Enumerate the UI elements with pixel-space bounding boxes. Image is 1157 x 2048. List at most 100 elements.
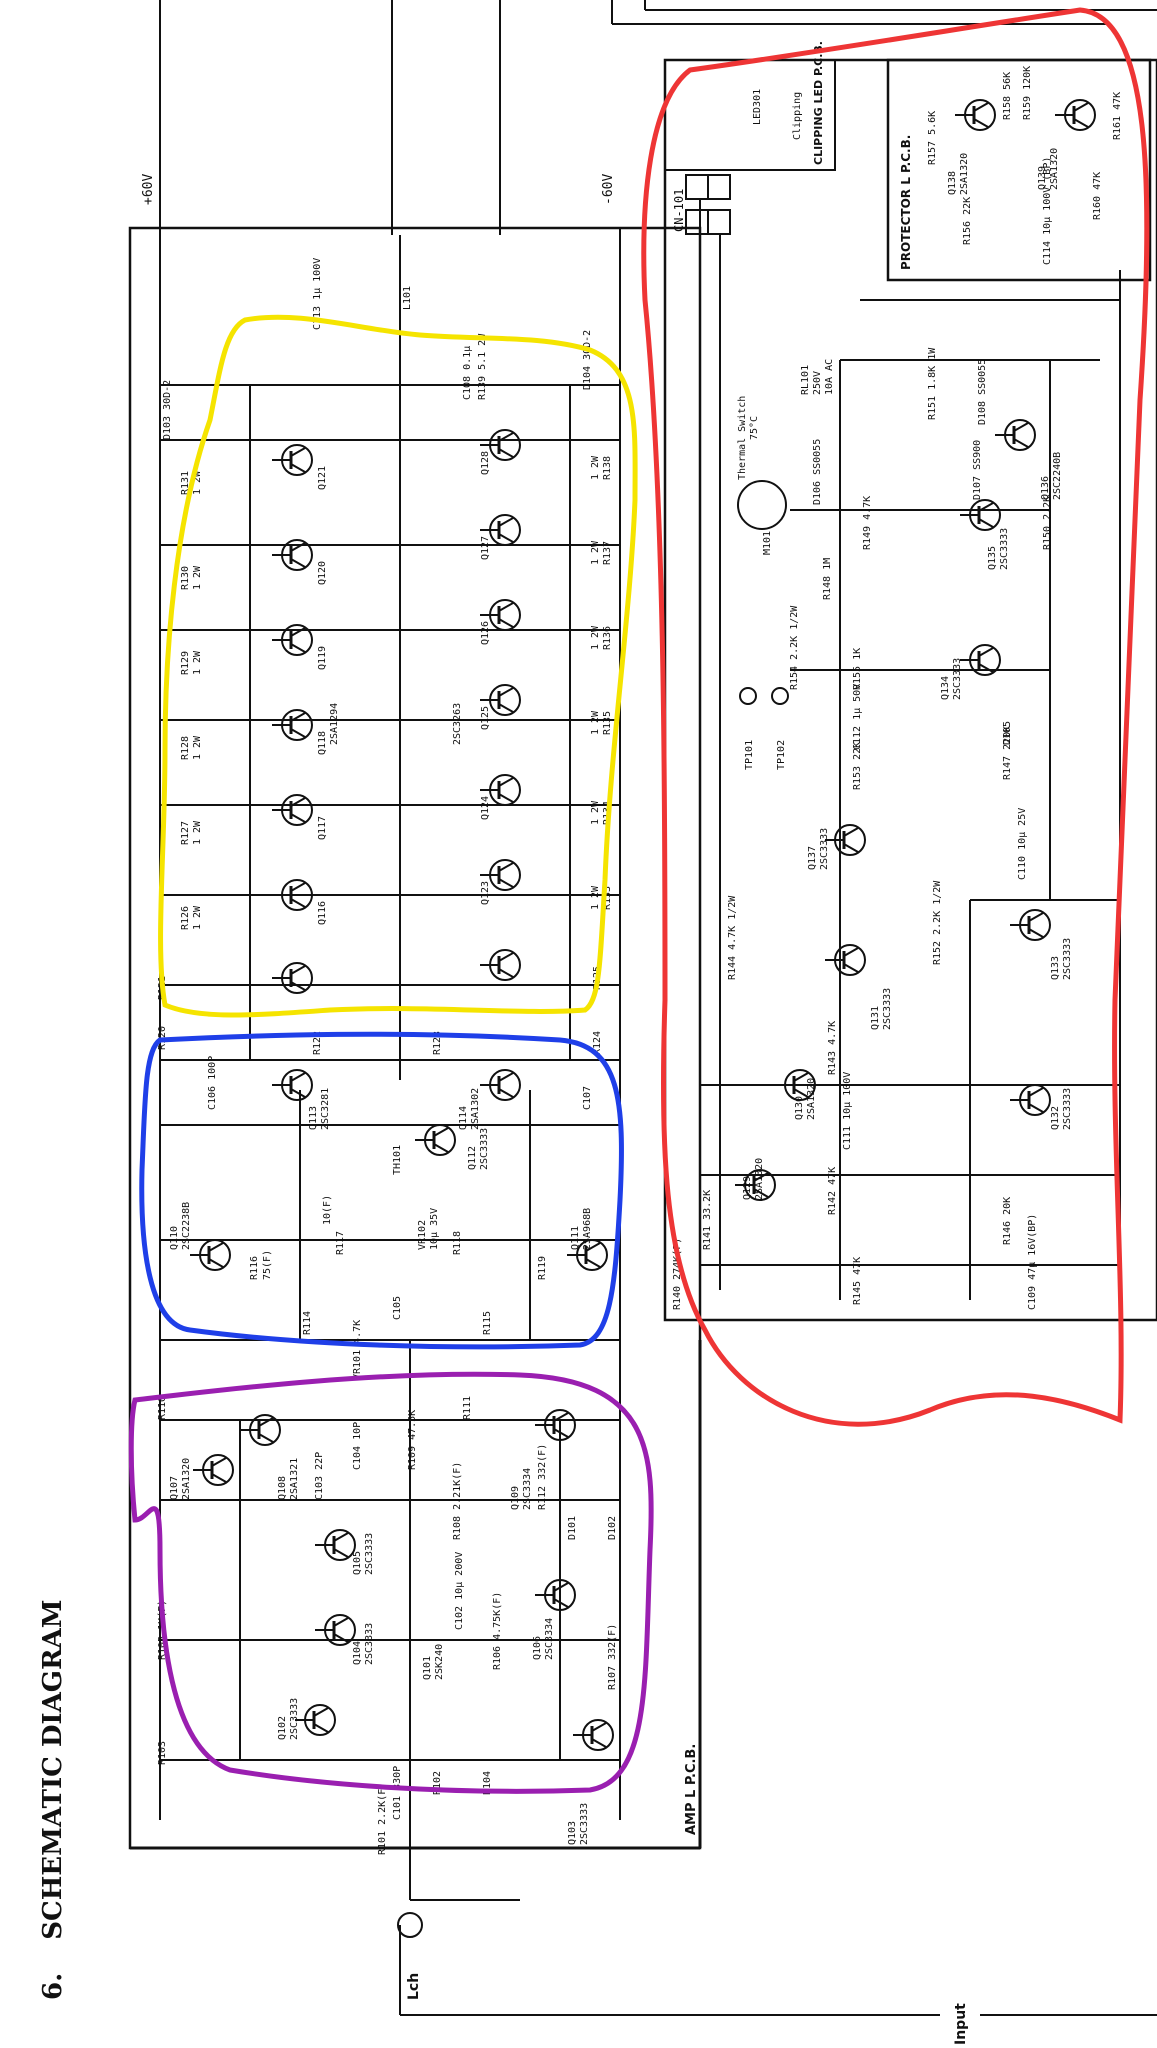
relay-rating-1: 250V [812, 371, 823, 395]
test-point-icon [739, 687, 757, 705]
q134-label: Q134 [940, 676, 951, 700]
input-transistor-icon [573, 1719, 614, 1751]
amp-board-label: AMP L P.C.B. [684, 1744, 699, 1835]
output-transistor-label: Q125 [480, 706, 491, 730]
output-transistor-label: Q127 [480, 536, 491, 560]
protector-transistor-icon [960, 499, 1001, 531]
q129-type: 2SA1320 [754, 1158, 765, 1200]
protector-transistor-icon [775, 1069, 816, 1101]
output-transistor-icon [480, 774, 521, 806]
emitter-resistor-value: 1 2W [590, 800, 601, 825]
d102-label: D102 [607, 1516, 618, 1540]
r156-label: R156 22K [962, 197, 973, 245]
r161-label: R161 47K [1112, 92, 1123, 140]
protector-transistor-icon [995, 419, 1036, 451]
r150-label: R150 2.2K [1042, 496, 1053, 550]
output-transistor-label: Q126 [480, 621, 491, 645]
driver-stage-highlight [139, 1031, 624, 1350]
q129-label: Q129 [742, 1176, 753, 1200]
d105-label: D105 [1002, 721, 1013, 745]
r140-label: R140 274K(F) [672, 1238, 683, 1310]
output-transistor-icon [480, 949, 521, 981]
emitter-resistor-label: R135 [602, 711, 613, 735]
c109-label: C109 47μ 16V(BP) [1027, 1214, 1038, 1310]
q114-type: 2SA1302 [470, 1088, 481, 1130]
q130-type: 2SA1320 [806, 1078, 817, 1120]
input-stage-highlight [128, 1371, 654, 1794]
r146-label: R146 20K [1002, 1197, 1013, 1245]
q138-type: 2SA1320 [959, 153, 970, 195]
q133-label: Q133 [1050, 956, 1061, 980]
q133-type: 2SC3333 [1062, 938, 1073, 980]
emitter-resistor-value: 1 2W [192, 650, 203, 675]
r151-label: R151 1.8K 1W [927, 347, 938, 420]
q135-label: Q135 [987, 546, 998, 570]
r142-label: R142 47K [827, 1167, 838, 1215]
r159-label: R159 120K [1022, 66, 1033, 120]
l101-label: L101 [402, 286, 413, 310]
r160-label: R160 47K [1092, 172, 1103, 220]
connector-label: CN-101 [672, 189, 686, 232]
vr102-label: VR102 [417, 1220, 428, 1250]
clipping-board-label: CLIPPING LED P.C.B. [812, 41, 825, 165]
c103-label: C103 22P [314, 1452, 325, 1500]
r149-label: R149 4.7K [862, 496, 873, 550]
positive-rail-label: +60V [141, 174, 156, 205]
thermal-name: M101 [762, 531, 773, 555]
channel-label: Lch [406, 1973, 422, 2000]
input-transistor-icon [193, 1454, 234, 1486]
q132-type: 2SC3333 [1062, 1088, 1073, 1130]
r154-label: R154 2.2K 1/2W [789, 605, 800, 690]
led-label: LED301 [752, 89, 763, 125]
test-point-icon [771, 687, 789, 705]
d103-label: D103 30D-2 [162, 380, 173, 440]
c102-label: C102 10μ 200V [454, 1552, 465, 1630]
q111-type: 2SA968B [582, 1208, 593, 1250]
output-transistor-label: Q116 [317, 901, 328, 925]
emitter-resistor-label: R128 [180, 736, 191, 760]
q101-label: Q101 [422, 1656, 433, 1680]
q137-label: Q137 [807, 846, 818, 870]
r110-label: R110 [157, 1396, 168, 1420]
clipping-badge: Clipping [792, 92, 803, 140]
r123-label: R123 [432, 1031, 443, 1055]
q108-label: Q108 [277, 1476, 288, 1500]
emitter-resistor-label: R138 [602, 456, 613, 480]
vas-transistor-icon [190, 1239, 231, 1271]
emitter-resistor-value: 1 2W [192, 565, 203, 590]
q102-type: 2SC3333 [289, 1698, 300, 1740]
output-transistor-icon [272, 624, 313, 656]
vr101-label: VR101 4.7K [352, 1320, 363, 1380]
input-jack-icon [397, 1912, 423, 1938]
output-transistor-label: Q123 [480, 881, 491, 905]
q105-type: 2SC3333 [364, 1533, 375, 1575]
r115-label: R115 [482, 1311, 493, 1335]
r122-label: R122 [312, 1031, 323, 1055]
driver-stage-labels: Q113 2SC3281 Q114 2SA1302 Q112 2SC3333 Q… [169, 1056, 593, 1335]
q112-type: 2SC3333 [479, 1128, 490, 1170]
c107-label: C107 [582, 1086, 593, 1110]
q113-type: 2SC3281 [320, 1088, 331, 1130]
emitter-resistor-value: 1 2W [590, 625, 601, 650]
thermal-temp: 75°C [749, 416, 760, 440]
th101-label: TH101 [392, 1145, 403, 1175]
r116-value: 75(F) [262, 1250, 273, 1280]
relay-rating-2: 10A AC [824, 359, 835, 395]
protector-transistor-icon [955, 99, 996, 131]
emitter-resistor-value: 1 2W [192, 735, 203, 760]
q138-label: Q138 [947, 171, 958, 195]
r152-label: R152 2.2K 1/2W [932, 880, 943, 965]
emitter-resistor-label: R131 [180, 471, 191, 495]
output-transistor-icon [272, 794, 313, 826]
output-transistor-icon [480, 599, 521, 631]
input-transistor-icon [535, 1409, 576, 1441]
q135-type: 2SC3333 [999, 528, 1010, 570]
output-transistor-label: Q121 [317, 466, 328, 490]
input-transistor-icon [315, 1614, 356, 1646]
r139-label: R139 5.1 2W [477, 333, 488, 400]
protector-transistor-icon [1055, 99, 1096, 131]
vas-transistor-icon [567, 1239, 608, 1271]
output-transistor-icon [272, 539, 313, 571]
